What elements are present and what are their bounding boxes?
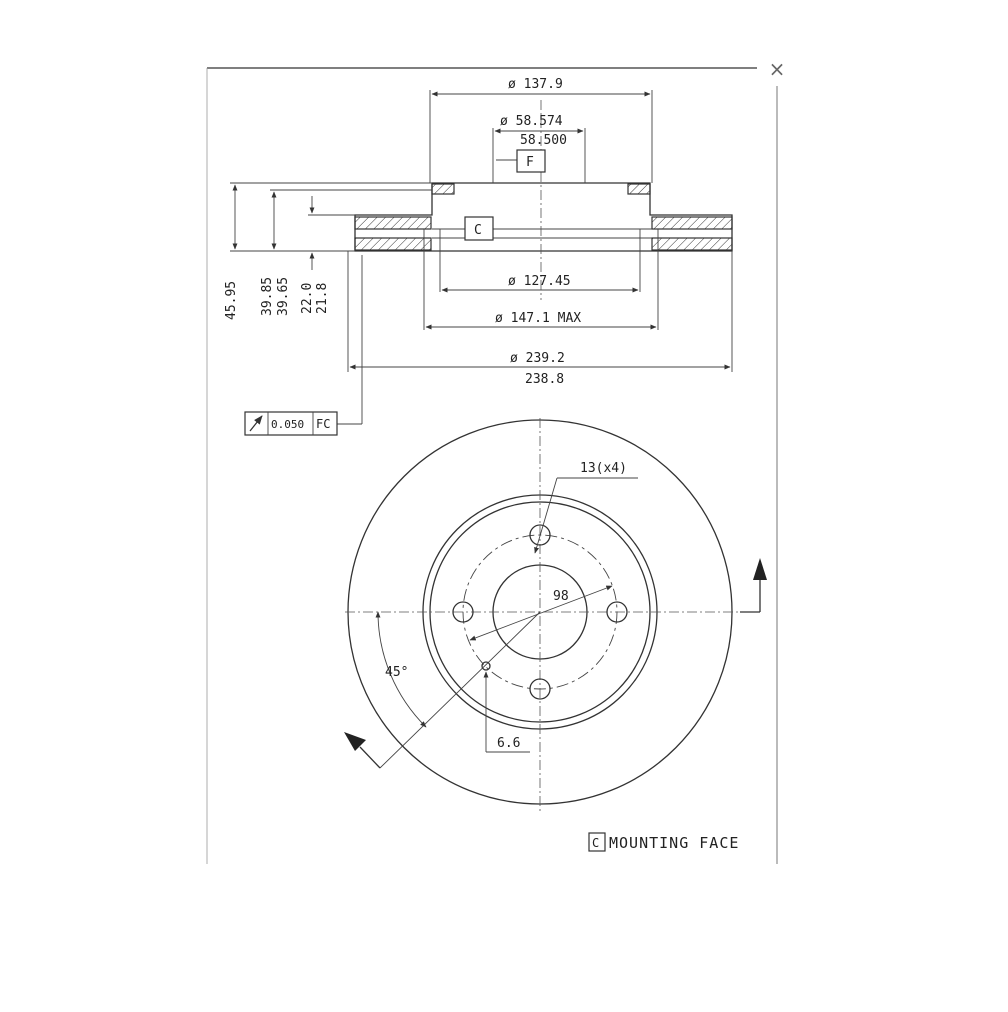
datum-f-box (516, 149, 546, 173)
tolerance-value-label: 0.050 (271, 418, 304, 431)
tolerance-datum-label: FC (316, 417, 330, 431)
pcd-dim-line (469, 585, 613, 641)
bolt-holes-label: 13(x4) (580, 461, 627, 476)
locating-hole (481, 661, 491, 671)
dim-hub-upper-label: ø 58.574 (500, 114, 563, 129)
hatch-right-bottom (651, 237, 733, 251)
dim-h2-lower-label: 39.65 (276, 277, 291, 316)
close-icon[interactable]: × (768, 57, 786, 81)
hatch-right-top (651, 216, 733, 230)
hatch-hub-right (627, 183, 651, 195)
bolt-hole-top (529, 524, 551, 546)
dim-outer-lower-label: 238.8 (525, 372, 564, 387)
mounting-face-datum-label: C (592, 836, 599, 850)
angle-line (379, 611, 541, 769)
view-arrow-right-icon (753, 558, 767, 580)
section-view: ø 137.9 ø 58.574 58.500 F C ø 127.45 ø 1… (224, 77, 733, 436)
pcd-label: 98 (553, 589, 569, 604)
small-hole-label: 6.6 (497, 736, 520, 751)
leader-line (534, 477, 558, 554)
runout-icon (249, 415, 263, 432)
dim-height-label: 45.95 (224, 281, 239, 320)
datum-f-label: F (526, 155, 534, 170)
dim-inner-label: ø 127.45 (508, 274, 571, 289)
dim-top-label: ø 137.9 (508, 77, 563, 92)
angle-label: 45° (385, 665, 408, 680)
angle-arc (375, 611, 427, 728)
hatch-left-bottom (354, 237, 432, 251)
dim-max-label: ø 147.1 MAX (495, 311, 581, 326)
hatch-hub-left (431, 183, 455, 195)
view-arrow-left-icon (344, 732, 366, 751)
dim-thick-upper-label: 22.0 (300, 283, 315, 314)
dim-hub-lower-label: 58.500 (520, 133, 567, 148)
hatch-left-top (354, 216, 432, 230)
mounting-face-datum-box (588, 832, 606, 852)
view-arrow-line (359, 746, 381, 769)
bolt-hole-bottom (529, 678, 551, 700)
dim-thick-lower-label: 21.8 (315, 283, 330, 314)
datum-c-box (464, 216, 494, 241)
dim-outer-upper-label: ø 239.2 (510, 351, 565, 366)
plan-view: 13(x4) 98 45° 6.6 C MOUNTING FACE (344, 418, 767, 852)
mounting-face-label: MOUNTING FACE (609, 834, 739, 852)
dim-h2-upper-label: 39.85 (260, 277, 275, 316)
datum-c-label: C (474, 223, 482, 238)
